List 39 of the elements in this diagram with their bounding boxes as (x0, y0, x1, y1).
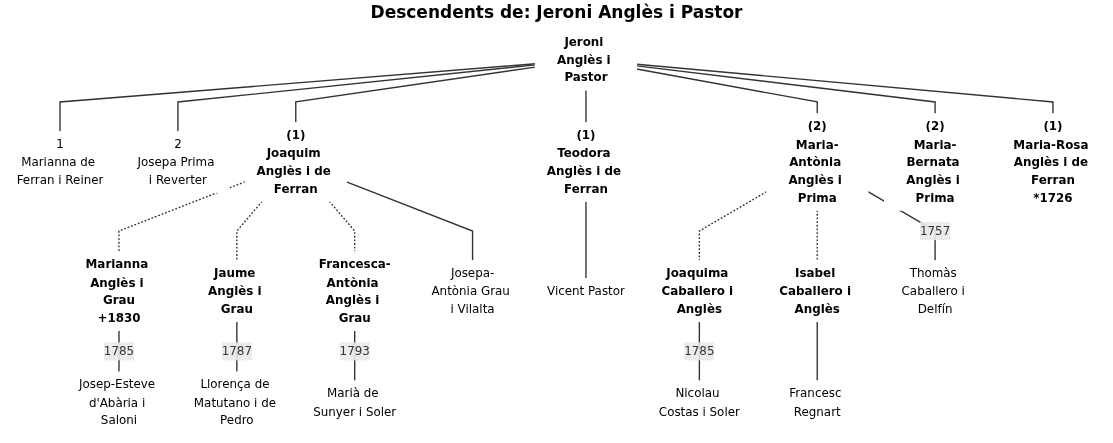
node-text: Francesca-Antònia Anglès i Grau (318, 257, 391, 325)
node-text: (2) Maria-Antònia Anglès i Prima (788, 119, 842, 205)
node-text: Marià de Sunyer i Soler (313, 386, 397, 418)
node-text: Isabel Caballero i Anglès (779, 266, 851, 316)
connector (345, 181, 474, 262)
node-text: (2) Maria-Bernata Anglès i Prima (906, 119, 960, 205)
connector (636, 68, 818, 115)
diagram-title: Descendents de: Jeroni Anglès i Pastor (370, 2, 743, 22)
connector (585, 200, 587, 280)
node-text: (1) Joaquim Anglès i de Ferran (256, 128, 331, 196)
connector (177, 64, 536, 133)
connector (295, 66, 536, 124)
edge-label: 1785 (103, 344, 135, 358)
node-text: Josepa-Antònia Grau i Vilalta (431, 266, 510, 316)
connector (585, 89, 587, 124)
node-text: Josep-Esteve d'Abària i Saloni (79, 377, 156, 427)
edge-label: 1787 (221, 344, 252, 358)
node-text: (1) Teodora Anglès i de Ferran (546, 128, 622, 196)
node-text: Nicolau Costas i Soler (658, 386, 740, 418)
node-text: (1) Maria-Rosa Anglès i de Ferran *1726 (1013, 119, 1089, 205)
connector (636, 65, 936, 115)
connector (118, 181, 246, 253)
node-text: Jaume Anglès i Grau (207, 266, 262, 316)
node-text: 1 Marianna de Ferran i Reiner (16, 137, 104, 187)
edge-label: 1793 (339, 344, 370, 358)
edge-label: 1785 (684, 344, 715, 358)
connector (816, 320, 818, 382)
node-text: Marianna Anglès i Grau +1830 (85, 257, 149, 325)
node-text: Thomàs Caballero i Delfín (901, 266, 965, 316)
node-text: Francesc Regnart (789, 386, 842, 418)
connector (59, 63, 536, 133)
edge-label: 1757 (919, 223, 951, 238)
connector (636, 63, 1054, 115)
node-text: Jeroni Anglès i Pastor (557, 34, 611, 85)
node-text: Llorença de Matutano i de Pedro (193, 377, 277, 427)
node-text: 2 Josepa Prima i Reverter (137, 137, 215, 187)
node-text: Joaquima Caballero i Anglès (661, 266, 734, 316)
connector (236, 200, 263, 262)
node-text: Vicent Pastor (547, 283, 625, 298)
